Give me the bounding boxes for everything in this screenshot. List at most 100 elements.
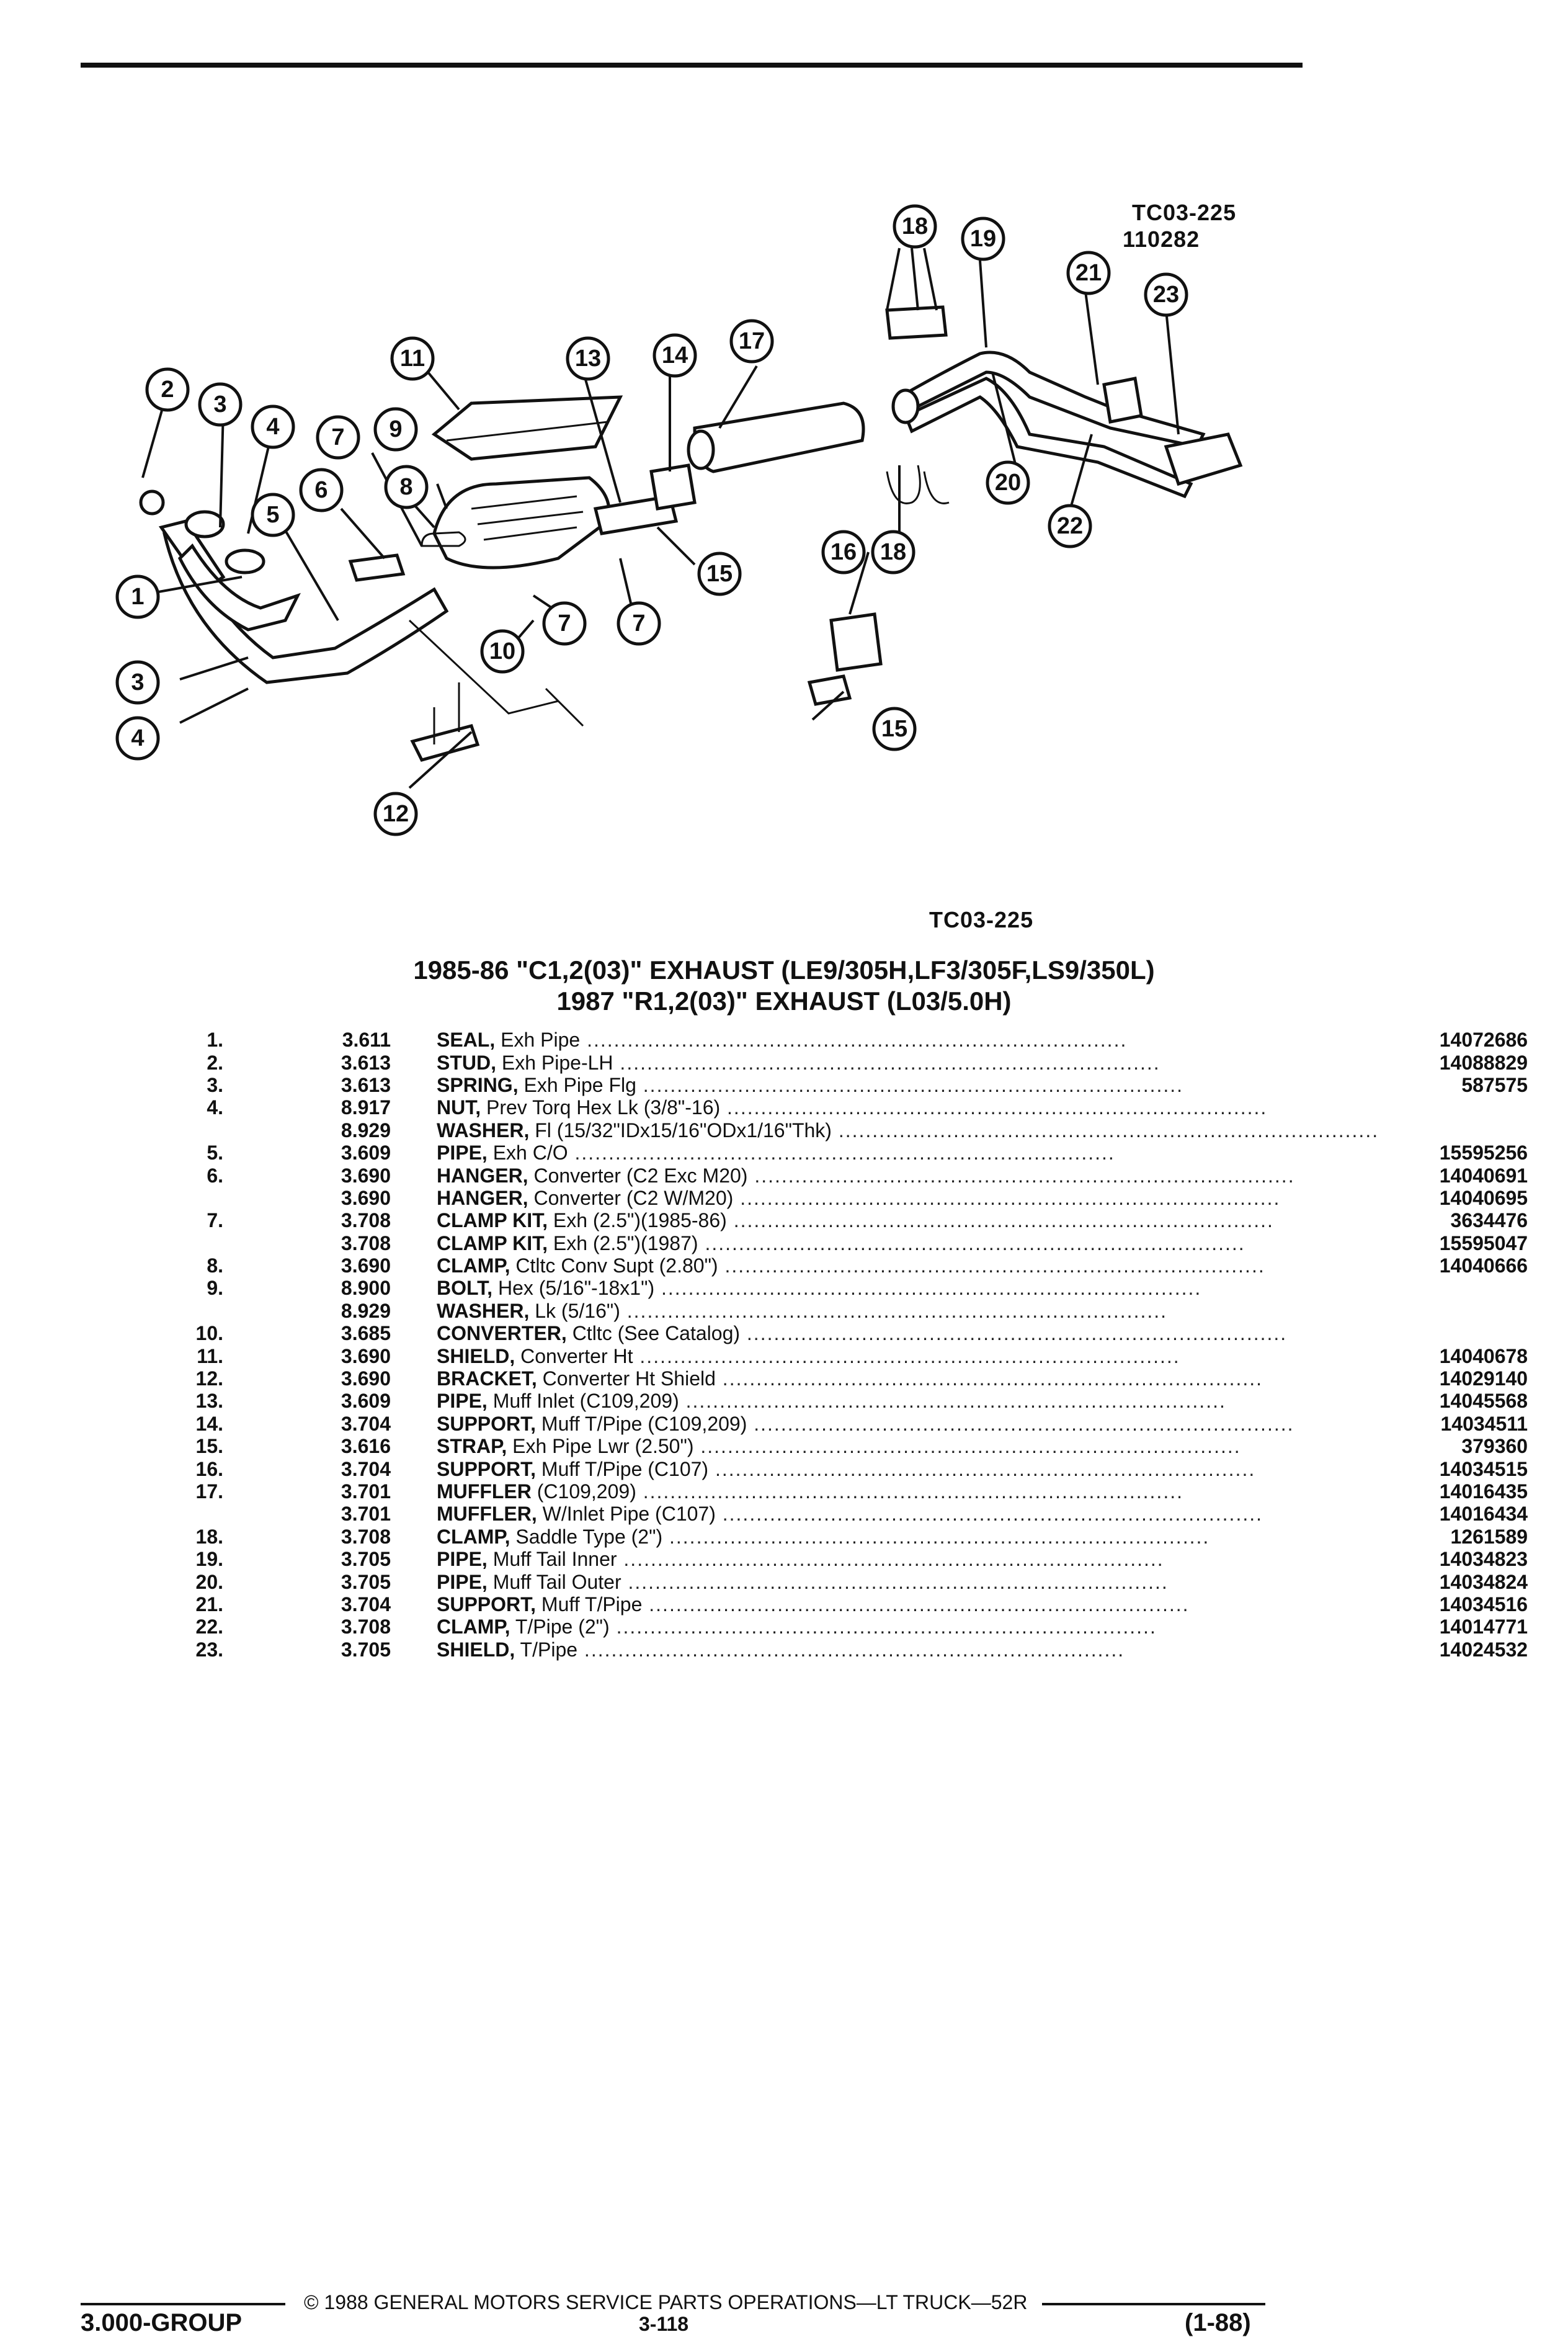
muffler-support	[649, 463, 697, 511]
pipe-seal-shape	[225, 548, 265, 574]
part-detail: Exh Pipe Lwr (2.50")	[512, 1435, 694, 1458]
dot-leader: ........................................…	[720, 1096, 1268, 1119]
section-number: 3.708	[341, 1231, 391, 1254]
part-number: 14016435	[1439, 1480, 1528, 1503]
part-description: CLAMP, T/Pipe (2") .....................…	[437, 1615, 1379, 1638]
part-detail: Ctltc Conv Supt (2.80")	[515, 1254, 718, 1277]
callout-label-6: 6	[314, 477, 327, 503]
section-number: 3.690	[341, 1186, 391, 1209]
section-number: 3.611	[342, 1029, 391, 1052]
part-name: CLAMP KIT,	[437, 1209, 548, 1232]
callout-18a: 18	[893, 204, 937, 249]
dot-leader: ........................................…	[617, 1548, 1164, 1571]
part-name: BRACKET,	[437, 1367, 537, 1390]
part-detail: Converter Ht Shield	[542, 1367, 716, 1390]
callout-19: 19	[961, 217, 1005, 261]
dot-leader: ........................................…	[679, 1390, 1226, 1413]
dot-leader: ........................................…	[708, 1457, 1256, 1480]
part-detail: Exh Pipe Flg	[523, 1073, 636, 1096]
part-number: 14040666	[1439, 1254, 1528, 1277]
callout-label-13: 13	[575, 346, 601, 372]
section-number: 8.929	[341, 1119, 391, 1142]
section-number: 3.685	[341, 1322, 391, 1345]
part-number: 14024532	[1439, 1638, 1528, 1661]
part-number: 14014771	[1439, 1615, 1528, 1638]
section-number: 8.900	[341, 1277, 391, 1300]
item-number: 10.	[195, 1322, 223, 1345]
callout-label-15b: 15	[881, 716, 907, 742]
callout-label-22: 22	[1057, 513, 1083, 539]
callout-22: 22	[1048, 504, 1092, 548]
section-number: 3.708	[341, 1209, 391, 1232]
figure-code-caption: TC03-225	[929, 907, 1034, 932]
callout-14: 14	[653, 333, 697, 378]
part-detail: Fl (15/32"IDx15/16"ODx1/16"Thk)	[535, 1119, 832, 1142]
part-detail: Exh (2.5")(1985-86)	[553, 1209, 727, 1232]
section-number: 3.616	[341, 1435, 391, 1458]
part-description: STRAP, Exh Pipe Lwr (2.50") ............…	[437, 1435, 1379, 1457]
exhaust-diagram: 1 2 3 3 4 4 5 6 7 7 7 8 9 10 11 12 13 14…	[115, 204, 1243, 836]
callout-7c: 7	[617, 601, 661, 646]
section-number: 3.708	[341, 1525, 391, 1548]
part-number: 14034511	[1440, 1412, 1528, 1435]
part-name: PIPE,	[437, 1548, 488, 1571]
section-number: 3.704	[341, 1457, 391, 1480]
callout-label-3: 3	[213, 391, 226, 418]
section-number: 8.929	[341, 1299, 391, 1322]
item-number: 23.	[195, 1638, 223, 1661]
converter-bracket	[410, 723, 480, 762]
part-number: 14040678	[1439, 1344, 1528, 1367]
footer-rule-left	[81, 2303, 285, 2305]
callout-13: 13	[566, 336, 610, 381]
dot-leader: ........................................…	[577, 1638, 1125, 1661]
footer-group: 3.000-GROUP	[81, 2309, 243, 2336]
part-name: MUFFLER	[437, 1480, 532, 1503]
part-detail: Exh Pipe	[501, 1029, 581, 1052]
callout-23: 23	[1144, 272, 1188, 317]
part-number	[1379, 1096, 1528, 1119]
item-number: 9.	[207, 1277, 223, 1300]
part-name: PIPE,	[437, 1570, 488, 1593]
callout-label-16: 16	[831, 539, 857, 565]
muffler-end-shape	[687, 429, 715, 470]
callout-label-7a: 7	[331, 424, 344, 450]
section-number: 3.613	[341, 1073, 391, 1096]
saddle-clamp-upper	[885, 305, 948, 340]
section-number: 3.690	[341, 1164, 391, 1187]
part-description: PIPE, Muff Tail Inner ..................…	[437, 1548, 1379, 1570]
part-name: CONVERTER,	[437, 1322, 567, 1345]
part-detail: Converter (C2 W/M20)	[533, 1186, 734, 1209]
part-number: 14040695	[1439, 1186, 1528, 1209]
item-number: 20.	[195, 1570, 223, 1593]
dot-leader: ........................................…	[718, 1254, 1265, 1277]
callout-label-1: 1	[131, 584, 144, 610]
part-name: WASHER,	[437, 1119, 530, 1142]
part-number: 14045568	[1439, 1390, 1528, 1413]
part-name: BOLT,	[437, 1277, 493, 1300]
callout-11: 11	[390, 336, 435, 381]
part-detail: Muff T/Pipe (C107)	[541, 1457, 709, 1480]
part-description: CLAMP KIT, Exh (2.5")(1987) ............…	[437, 1232, 1379, 1254]
part-detail: Converter (C2 Exc M20)	[533, 1164, 748, 1187]
callout-label-14: 14	[662, 342, 688, 369]
part-number: 587575	[1461, 1073, 1528, 1096]
part-detail: Exh Pipe-LH	[501, 1051, 613, 1074]
callout-label-10: 10	[489, 638, 515, 664]
part-detail: Muff Inlet (C109,209)	[492, 1390, 679, 1413]
part-name: CLAMP,	[437, 1254, 510, 1277]
part-name: HANGER,	[437, 1164, 528, 1187]
section-number: 3.701	[341, 1480, 391, 1503]
footer-rule-right	[1042, 2303, 1265, 2305]
part-detail: Muff Tail Outer	[492, 1570, 621, 1593]
dot-leader: ........................................…	[654, 1277, 1202, 1300]
part-name: NUT,	[437, 1096, 481, 1119]
section-number: 3.705	[341, 1548, 391, 1571]
